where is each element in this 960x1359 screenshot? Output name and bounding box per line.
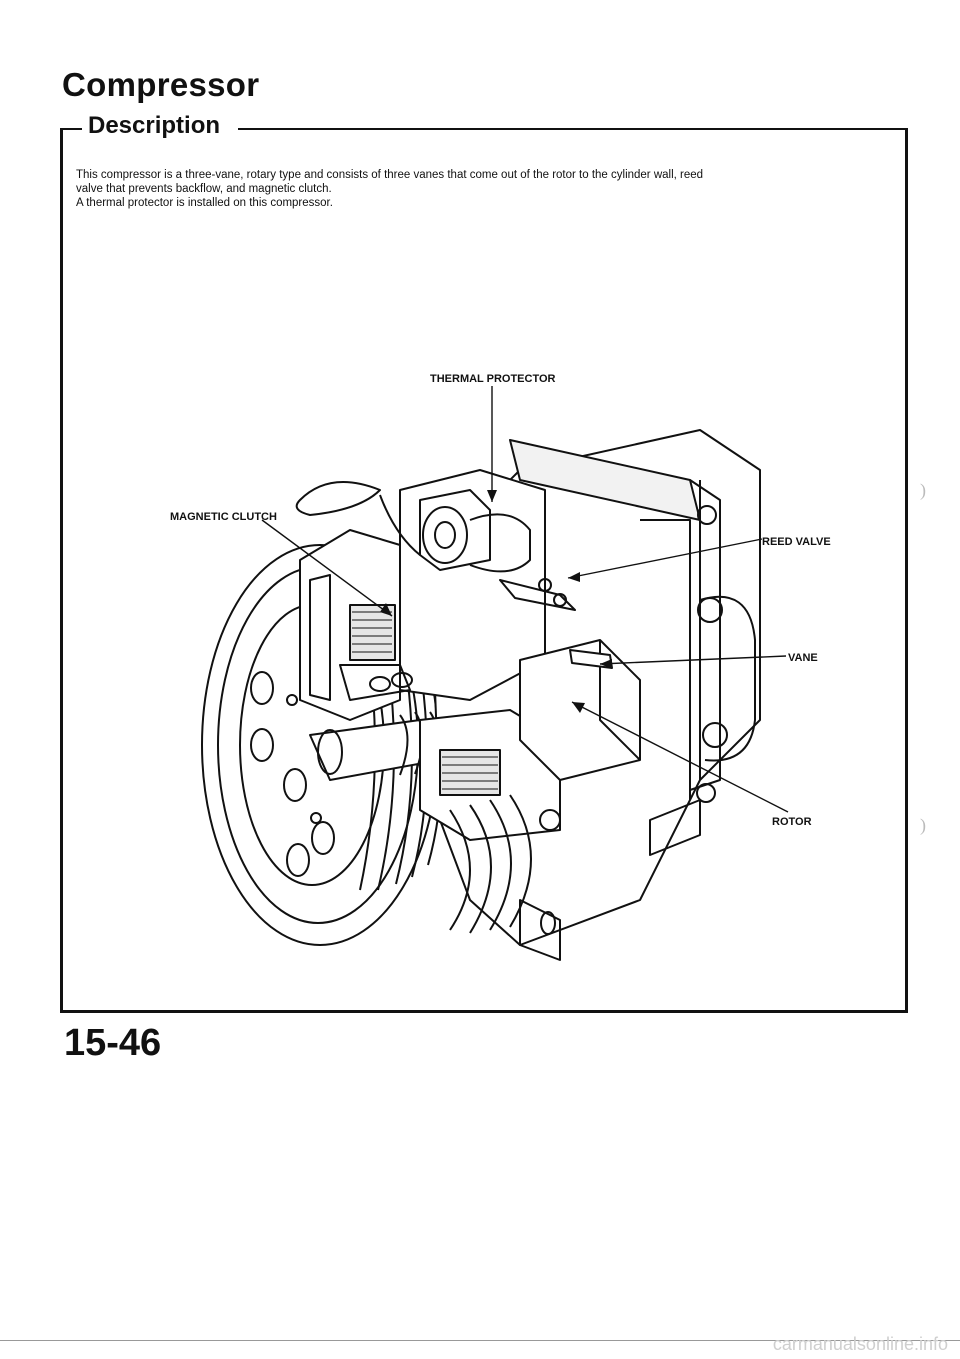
frame-top-right-rule (238, 128, 908, 130)
label-vane: VANE (788, 652, 818, 664)
scan-mark-lower: ) (920, 815, 926, 835)
description-frame (60, 128, 908, 1013)
frame-top-left-rule (60, 128, 82, 130)
page-number: 15-46 (64, 1022, 162, 1064)
description-line-3: A thermal protector is installed on this… (76, 197, 333, 209)
label-rotor: ROTOR (772, 816, 812, 828)
watermark: carmanualsonline.info (772, 1334, 948, 1354)
compressor-drawing (201, 429, 761, 961)
footer-bar (0, 1340, 960, 1359)
description-line-1: This compressor is a three-vane, rotary … (76, 169, 704, 181)
label-magnetic-clutch: MAGNETIC CLUTCH (170, 511, 277, 523)
description-line-2: valve that prevents backflow, and magnet… (76, 183, 332, 195)
leader-lines (261, 386, 789, 813)
label-thermal-protector: THERMAL PROTECTOR (430, 373, 556, 385)
section-title: Description (88, 112, 221, 140)
description-text: This compressor is a three-vane, rotary … (76, 168, 906, 210)
leader-arrowheads (380, 490, 612, 713)
label-reed-valve: REED VALVE (762, 536, 831, 548)
page-title: Compressor (62, 66, 260, 103)
scan-mark-upper: ) (920, 480, 926, 500)
